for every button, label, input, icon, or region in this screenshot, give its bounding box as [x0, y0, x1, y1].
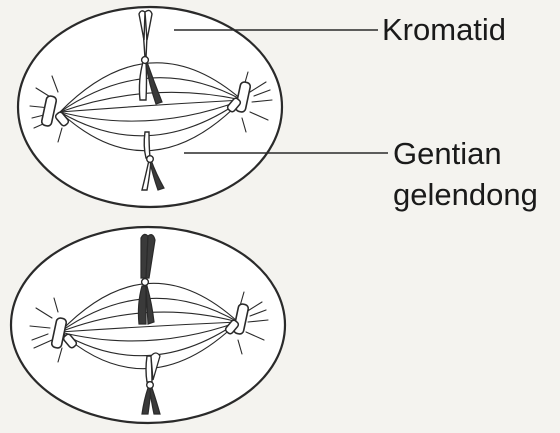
top-cell — [18, 7, 282, 207]
bottom-cell — [11, 227, 285, 423]
label-kromatid: Kromatid — [382, 13, 506, 47]
label-gelendong: gelendong — [393, 178, 538, 212]
label-gentian: Gentian — [393, 137, 502, 171]
